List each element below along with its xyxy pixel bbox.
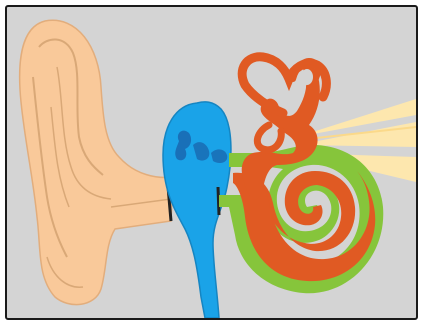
- outer-ear: [20, 20, 173, 304]
- diagram-frame: [5, 5, 418, 320]
- ear-anatomy-diagram: [7, 7, 416, 318]
- middle-ear: [163, 102, 231, 318]
